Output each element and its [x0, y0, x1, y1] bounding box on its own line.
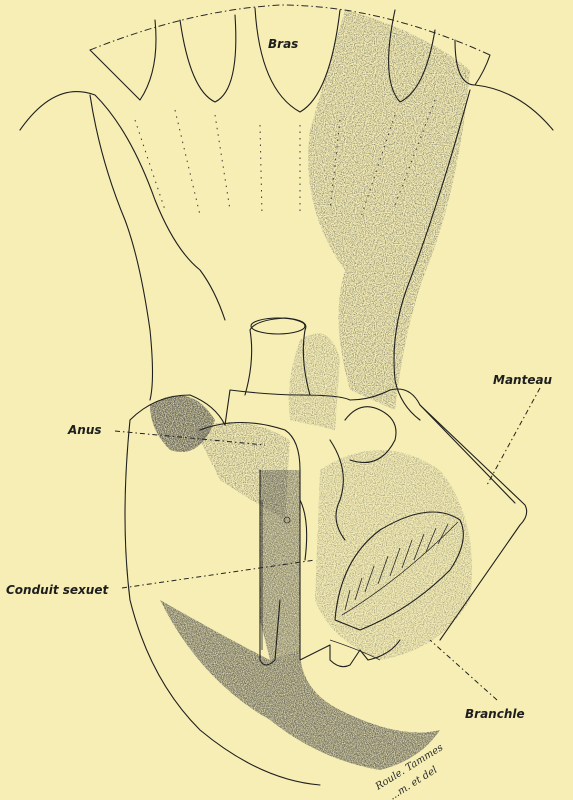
branchie-leader [430, 640, 497, 700]
label-conduit-sexuel: Conduit sexuet [6, 583, 109, 597]
label-anus: Anus [67, 423, 102, 437]
label-manteau: Manteau [493, 373, 553, 387]
manteau-leader [487, 388, 540, 485]
label-bras: Bras [268, 37, 298, 51]
stipple-shading [150, 10, 472, 770]
label-branchie: Branchle [465, 707, 525, 721]
arms-outline [20, 5, 553, 420]
